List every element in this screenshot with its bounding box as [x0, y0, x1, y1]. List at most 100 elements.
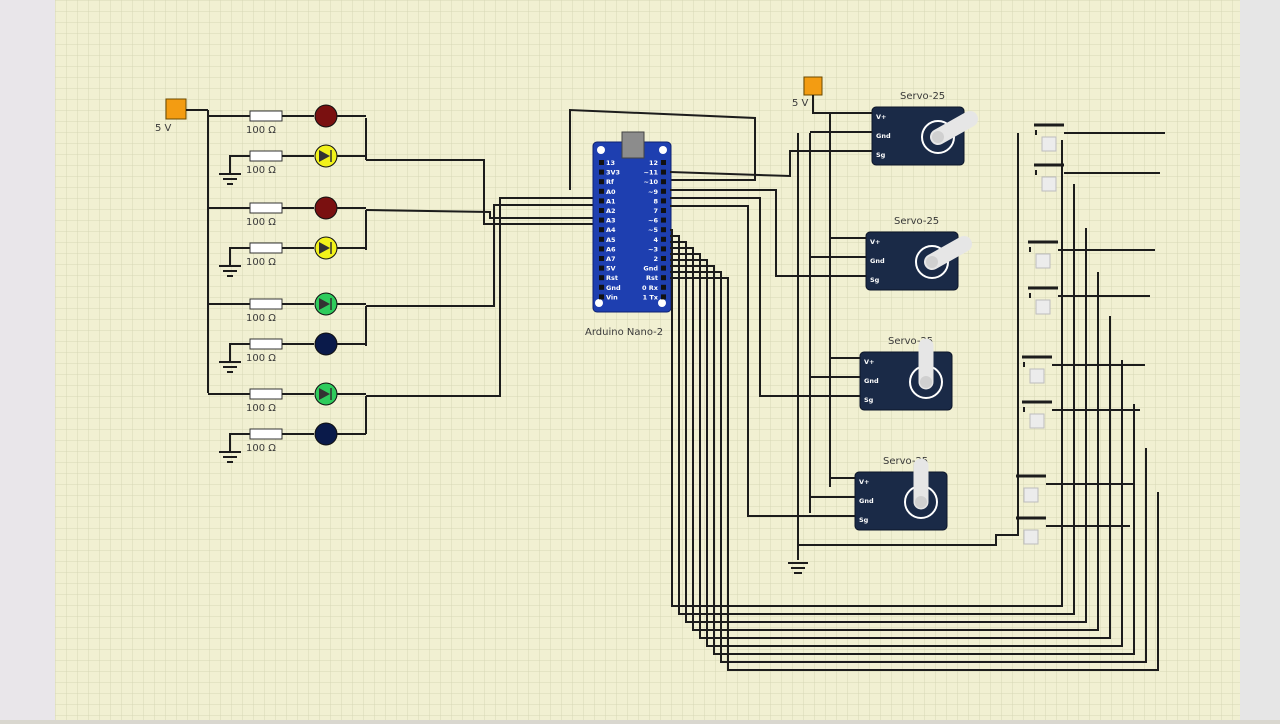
servo-pin-label: V+ [859, 478, 869, 486]
arduino-label: Arduino Nano-2 [585, 327, 663, 338]
right-edge [1240, 0, 1280, 720]
led[interactable] [314, 332, 338, 356]
resistor[interactable] [249, 242, 283, 254]
led-row: 100 Ω [208, 104, 366, 136]
resistor[interactable] [249, 150, 283, 162]
resistor-label: 100 Ω [246, 257, 276, 268]
resistor[interactable] [249, 202, 283, 214]
nano-pin-label: Gnd [606, 284, 621, 292]
nano-pin-label: 7 [653, 207, 658, 215]
servo-horn[interactable] [924, 236, 972, 270]
servo-pin-label: Gnd [870, 257, 885, 265]
nano-pin-label: 13 [606, 159, 615, 167]
resistor-label: 100 Ω [246, 125, 276, 136]
nano-pin-label: 2 [653, 255, 658, 263]
led-row: 100 Ω [219, 144, 366, 185]
nano-pin-label: ~9 [648, 188, 658, 196]
power-source-5v[interactable] [165, 98, 187, 120]
led-row: 100 Ω [219, 422, 366, 463]
source-label: 5 V [155, 123, 172, 134]
resistor[interactable] [249, 110, 283, 122]
nano-pin-label: ~6 [648, 217, 658, 225]
servo-pin-label: Gnd [864, 377, 879, 385]
servo-horn[interactable] [930, 111, 978, 145]
left-led-bank: 5 V 100 Ω 100 Ω 100 Ω 100 Ω 100 Ω 100 Ω 100 Ω 1… [155, 98, 596, 463]
push-button[interactable] [1016, 516, 1130, 545]
bottom-bus-wires [670, 140, 1159, 671]
resistor[interactable] [249, 388, 283, 400]
servo-pin-label: Gnd [859, 497, 874, 505]
nano-pin-label: A4 [606, 226, 616, 234]
nano-pin-label: 0 Rx [642, 284, 659, 292]
nano-pin-label: 1 Tx [643, 293, 659, 301]
push-button[interactable] [1028, 240, 1155, 269]
nano-pin-label: Gnd [643, 265, 658, 273]
led[interactable] [314, 196, 338, 220]
nano-pin-label: A5 [606, 236, 616, 244]
nano-pin-label: ~10 [644, 178, 659, 186]
led-row: 100 Ω [208, 382, 366, 414]
nano-pin-label: Vin [606, 293, 618, 301]
resistor-label: 100 Ω [246, 353, 276, 364]
servo-pin-label: V+ [864, 358, 874, 366]
servo-pin-label: Sg [870, 276, 880, 284]
nano-pin-label: A3 [606, 217, 616, 225]
resistor-label: 100 Ω [246, 443, 276, 454]
led[interactable] [314, 104, 338, 128]
button-bank [798, 123, 1165, 546]
resistor-label: 100 Ω [246, 217, 276, 228]
nano-pin-label: 8 [653, 197, 658, 205]
resistor-label: 100 Ω [246, 403, 276, 414]
resistor[interactable] [249, 338, 283, 350]
push-button[interactable] [1022, 400, 1140, 429]
nano-pin-label: A6 [606, 245, 616, 253]
nano-pin-label: A0 [606, 188, 616, 196]
nano-pin-label: 12 [649, 159, 658, 167]
servo-pin-label: V+ [876, 113, 886, 121]
led[interactable] [314, 422, 338, 446]
nano-pin-label: A1 [606, 197, 616, 205]
nano-pin-label: Rst [606, 274, 618, 282]
servo-label: Servo-25 [894, 216, 939, 227]
resistor[interactable] [249, 428, 283, 440]
source-label-right: 5 V [792, 98, 809, 109]
led-row: 100 Ω [208, 196, 366, 228]
servo-pin-label: Gnd [876, 132, 891, 140]
led-row: 100 Ω [208, 292, 366, 324]
servo-pin-label: Sg [876, 151, 886, 159]
left-panel [0, 0, 55, 720]
push-button[interactable] [1016, 474, 1135, 503]
led-row: 100 Ω [219, 236, 366, 277]
nano-pin-label: Rst [646, 274, 658, 282]
nano-pin-label: 5V [606, 265, 616, 273]
servo-label: Servo-25 [900, 91, 945, 102]
nano-pin-label: A7 [606, 255, 616, 263]
nano-pin-label: 4 [653, 236, 658, 244]
usb-connector [621, 131, 645, 159]
push-button[interactable] [1034, 123, 1165, 152]
arduino-board[interactable] [592, 141, 672, 313]
nano-pin-label: Rf [606, 178, 614, 186]
resistor[interactable] [249, 298, 283, 310]
nano-pin-label: ~5 [648, 226, 658, 234]
nano-pin-label: ~11 [644, 169, 659, 177]
nano-pin-label: A2 [606, 207, 616, 215]
push-button[interactable] [1034, 163, 1160, 192]
power-source-5v-right[interactable] [803, 76, 823, 96]
servo-pin-label: Sg [859, 516, 869, 524]
resistor-label: 100 Ω [246, 165, 276, 176]
resistor-label: 100 Ω [246, 313, 276, 324]
servo-section: 5 V Servo-25V+GndSgServo-25V+GndSgServo-… [669, 76, 978, 574]
servo-label: Servo-25 [883, 456, 928, 467]
nano-pin-label: 3V3 [606, 169, 620, 177]
servo-pin-label: V+ [870, 238, 880, 246]
servo-label: Servo-25 [888, 336, 933, 347]
servo-pin-label: Sg [864, 396, 874, 404]
nano-pin-label: ~3 [648, 245, 658, 253]
